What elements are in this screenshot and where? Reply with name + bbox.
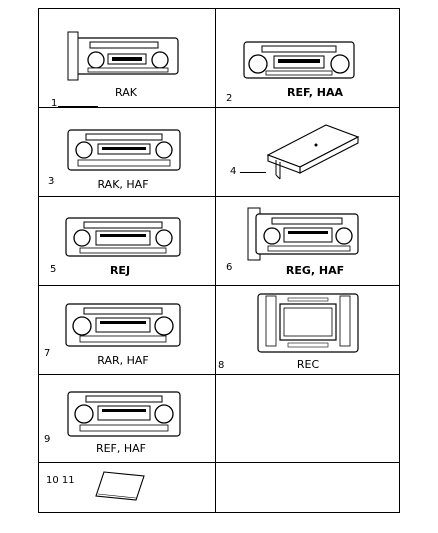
item-number-8: 8 bbox=[218, 360, 225, 371]
manual-booklet-illustration bbox=[95, 471, 145, 501]
item-code-9: REF, HAF bbox=[95, 442, 147, 455]
radio-unit-rar-haf-illustration bbox=[65, 303, 181, 347]
radio-unit-reg-haf-illustration bbox=[247, 207, 359, 261]
radio-unit-rak-haf-illustration bbox=[67, 129, 181, 171]
item-number-2: 2 bbox=[226, 93, 233, 104]
item-code-8: REC bbox=[296, 358, 320, 371]
item-code-7: RAR, HAF bbox=[97, 354, 149, 367]
radio-unit-ref-haa-illustration bbox=[243, 41, 355, 79]
item-number-4: 4 bbox=[230, 166, 237, 177]
column-divider bbox=[215, 9, 216, 512]
row-divider bbox=[39, 107, 399, 108]
item-number-3: 3 bbox=[48, 176, 55, 187]
item-code-5: REJ bbox=[109, 264, 131, 277]
radio-unit-rak-illustration bbox=[67, 31, 179, 81]
row-divider bbox=[39, 462, 399, 463]
item-number-10-11: 10 11 bbox=[46, 475, 75, 486]
item-number-9: 9 bbox=[44, 434, 51, 445]
item-code-6: REG, HAF bbox=[285, 264, 345, 277]
parts-diagram-grid bbox=[38, 8, 400, 513]
item-number-7: 7 bbox=[44, 348, 51, 359]
item-number-5: 5 bbox=[50, 264, 57, 275]
row-divider bbox=[39, 374, 399, 375]
radio-unit-ref-haf-illustration bbox=[67, 391, 181, 437]
item-code-1: RAK bbox=[115, 86, 137, 99]
row-divider bbox=[39, 196, 399, 197]
item-code-3: RAK, HAF bbox=[97, 178, 149, 191]
leader-line bbox=[58, 106, 98, 107]
item-number-1: 1 bbox=[51, 98, 58, 109]
mounting-bracket-illustration bbox=[266, 124, 360, 180]
row-divider bbox=[39, 285, 399, 286]
navigation-radio-rec-illustration bbox=[257, 293, 359, 353]
radio-unit-rej-illustration bbox=[65, 217, 181, 257]
item-code-2: REF, HAA bbox=[287, 86, 343, 99]
item-number-6: 6 bbox=[226, 262, 233, 273]
leader-line bbox=[240, 172, 266, 173]
